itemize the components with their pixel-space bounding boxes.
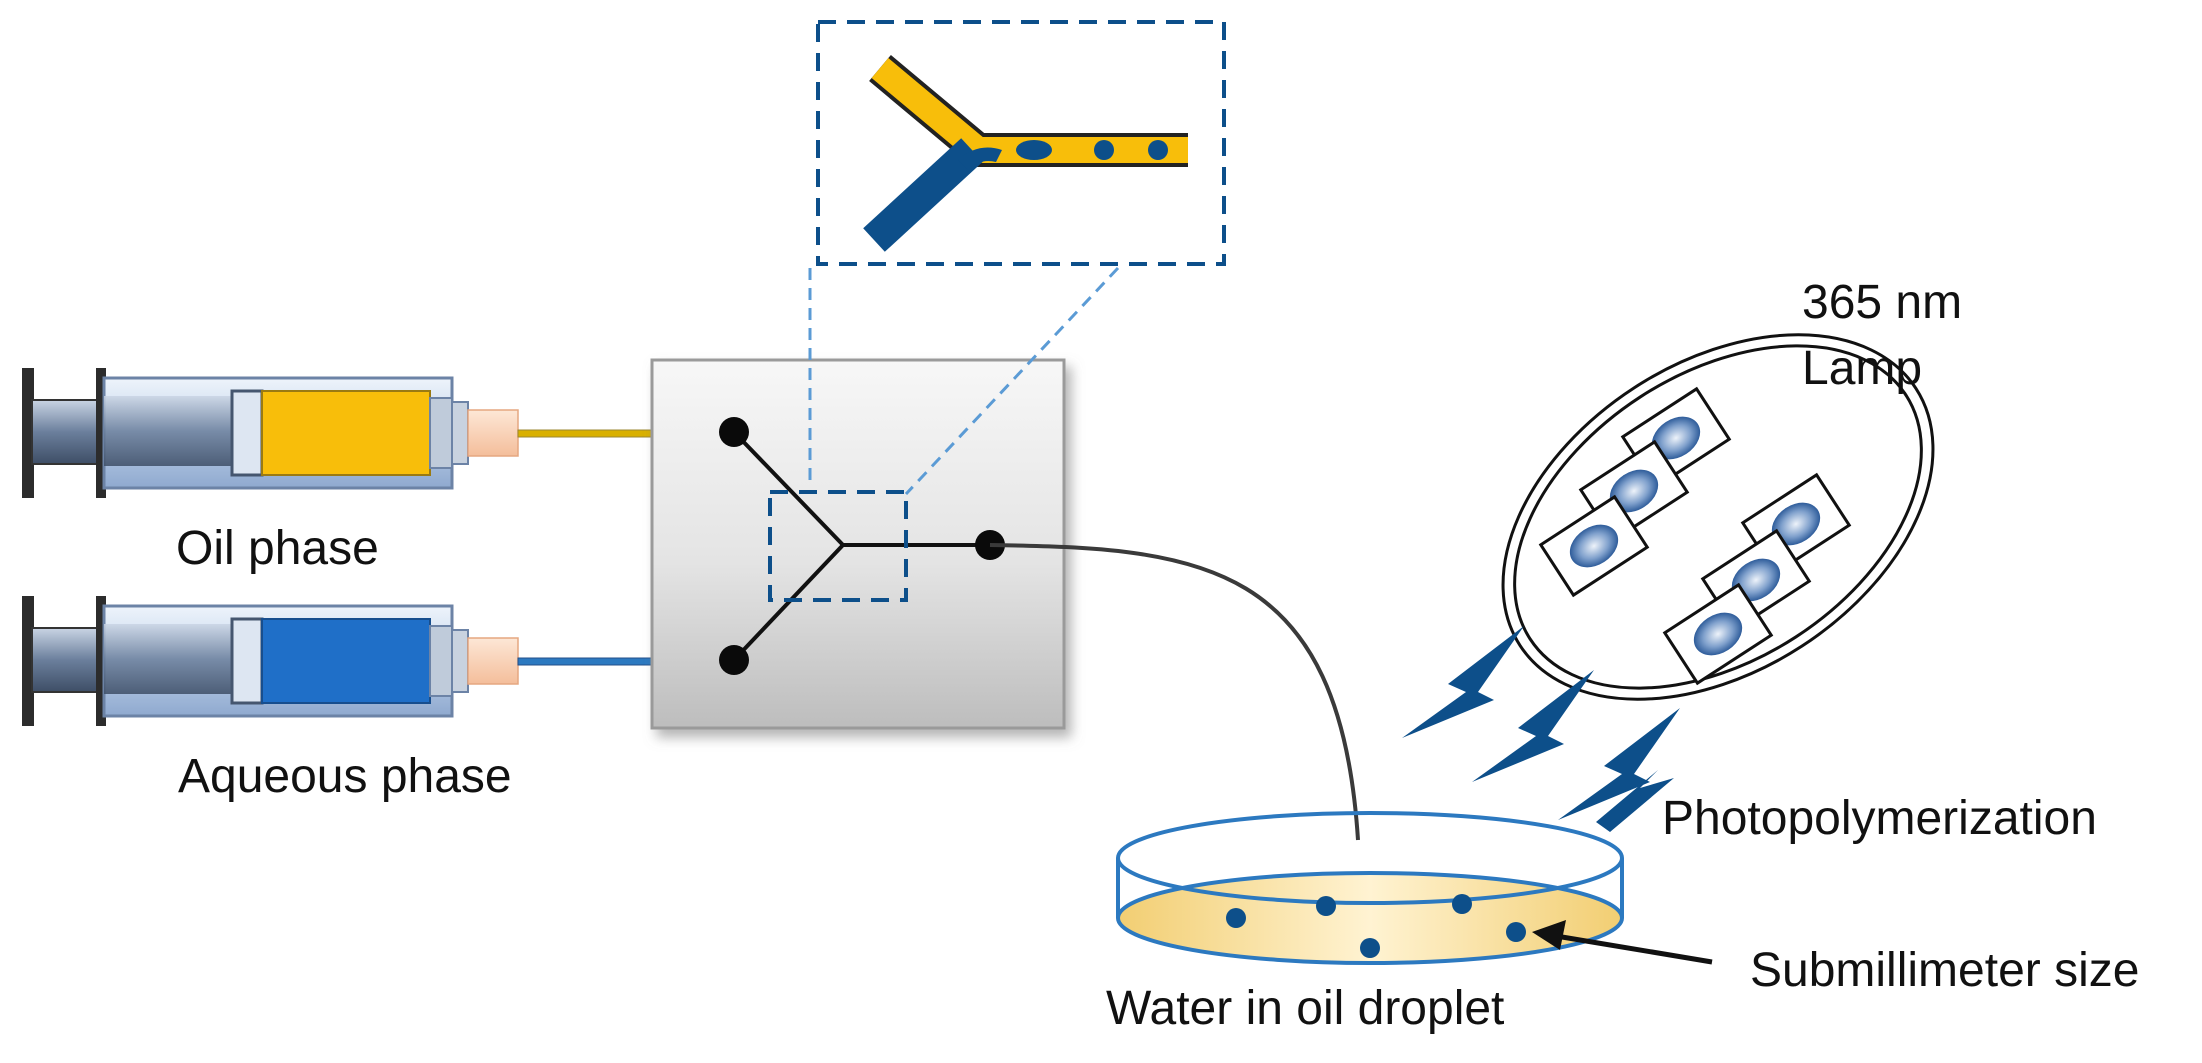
dish-droplet: [1452, 894, 1472, 914]
inset-droplet: [1094, 140, 1114, 160]
water-in-oil-droplet-label: Water in oil droplet: [1106, 982, 1504, 1035]
outlet-tube: [989, 543, 1360, 841]
junction-zoom-inset: [816, 20, 1226, 266]
dish-droplet: [1506, 922, 1526, 942]
dish-droplet: [1360, 938, 1380, 958]
lamp-wavelength-label: 365 nm: [1802, 276, 1962, 329]
lamp-bulbs: [1538, 386, 1852, 686]
lightning-bolt-icon: [1596, 770, 1674, 832]
photopolymerization-label: Photopolymerization: [1662, 792, 2097, 845]
lightning-bolt-icon: [1558, 708, 1680, 820]
dish-droplet: [1226, 908, 1246, 928]
lightning-bolt-icon: [1402, 626, 1524, 738]
lightning-bolt-icon: [1472, 670, 1594, 782]
aqueous-inlet-port: [719, 645, 749, 675]
inset-droplet: [1148, 140, 1168, 160]
submillimeter-size-label: Submillimeter size: [1750, 944, 2139, 997]
oil-syringe: [22, 368, 719, 498]
lamp-bulb: [1662, 582, 1774, 686]
petri-dish: [1116, 811, 1624, 965]
zoom-guide-right: [904, 266, 1120, 496]
lamp-bulb: [1538, 494, 1650, 598]
uv-light-rays: [1402, 626, 1680, 832]
inset-droplet: [1016, 140, 1052, 160]
microfluidic-chip: [650, 358, 1066, 730]
uv-lamp: [1501, 333, 1935, 701]
size-pointer-arrow: [1532, 920, 1713, 965]
oil-inlet-port: [719, 417, 749, 447]
dish-droplet: [1316, 896, 1336, 916]
oil-phase-label: Oil phase: [176, 522, 379, 575]
lamp-label: Lamp: [1802, 342, 1922, 395]
aqueous-syringe: [22, 596, 719, 726]
junction-highlight: [768, 490, 908, 602]
aqueous-phase-label: Aqueous phase: [178, 750, 512, 803]
